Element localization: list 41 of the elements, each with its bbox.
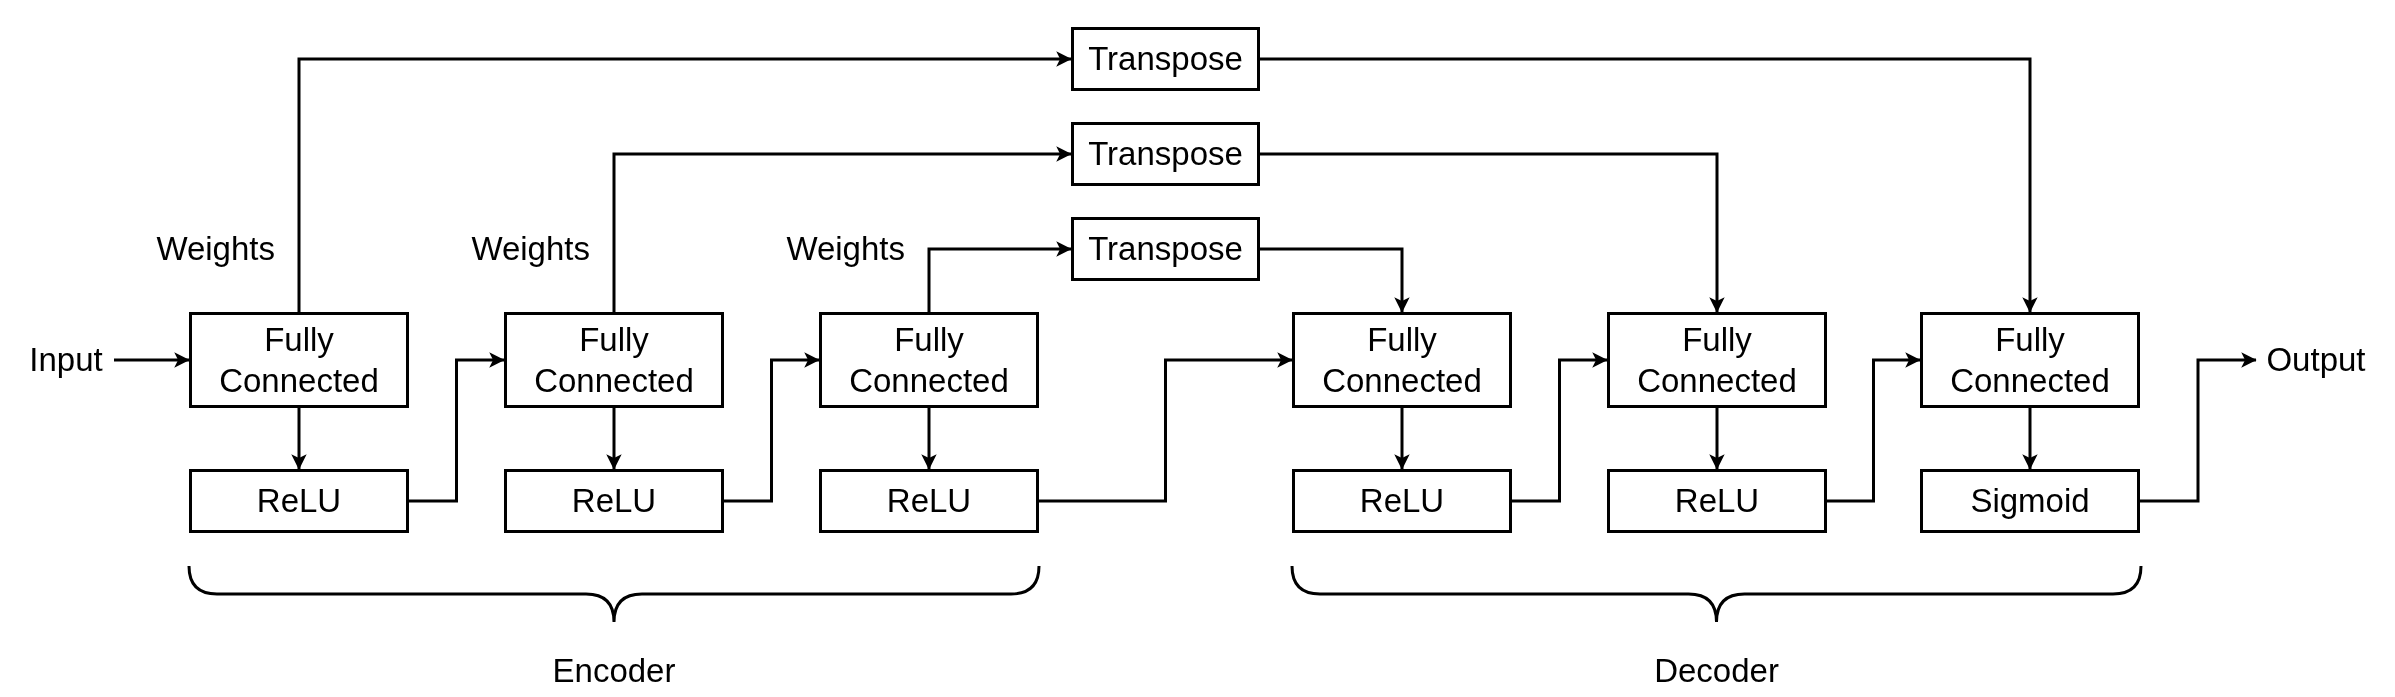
edge-label: Weights: [471, 230, 590, 268]
arrow: [1512, 352, 1608, 503]
arrow: [1260, 152, 1725, 313]
process-box: ReLU: [189, 469, 409, 533]
arrow: [724, 352, 820, 503]
arrow: [927, 241, 1072, 312]
process-box: Fully Connected: [1607, 312, 1827, 408]
arrow: [297, 51, 1072, 312]
process-box: ReLU: [819, 469, 1039, 533]
group-label: Decoder: [1654, 652, 1779, 690]
arrow: [1260, 57, 2038, 313]
arrow: [1827, 352, 1921, 503]
arrow: [921, 408, 937, 470]
process-box: Sigmoid: [1920, 469, 2140, 533]
arrow: [1394, 408, 1410, 470]
arrow: [114, 352, 190, 368]
process-box: Fully Connected: [189, 312, 409, 408]
arrow: [2022, 408, 2038, 470]
arrow: [1260, 247, 1410, 313]
edge-label: Weights: [156, 230, 275, 268]
process-box: Transpose: [1071, 217, 1260, 281]
group-label: Encoder: [552, 652, 676, 690]
process-box: ReLU: [1607, 469, 1827, 533]
process-box: Fully Connected: [1292, 312, 1512, 408]
process-box: Fully Connected: [819, 312, 1039, 408]
process-box: Fully Connected: [504, 312, 724, 408]
arrow: [409, 352, 505, 503]
process-box: ReLU: [1292, 469, 1512, 533]
arrow: [1709, 408, 1725, 470]
process-box: Fully Connected: [1920, 312, 2140, 408]
io-label: Output: [2256, 338, 2376, 382]
arrow: [612, 146, 1072, 312]
process-box: ReLU: [504, 469, 724, 533]
arrow: [606, 408, 622, 470]
arrow: [291, 408, 307, 470]
io-label: Input: [18, 338, 114, 382]
arrow: [2140, 352, 2257, 503]
arrow: [1039, 352, 1293, 503]
process-box: Transpose: [1071, 27, 1260, 91]
process-box: Transpose: [1071, 122, 1260, 186]
edge-label: Weights: [786, 230, 905, 268]
